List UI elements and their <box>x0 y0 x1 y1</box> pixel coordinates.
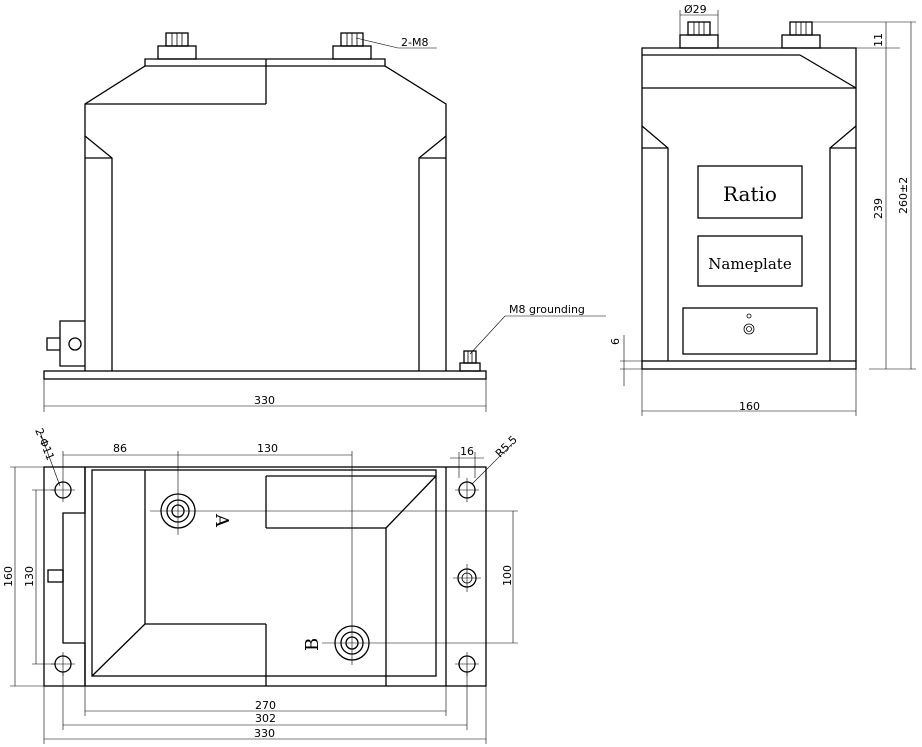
terminal-a-circle <box>150 451 518 535</box>
callout-leader-holes <box>39 431 61 487</box>
side-dim-d29: Ø29 <box>684 3 707 16</box>
side-dim-6: 6 <box>609 338 622 345</box>
side-dim-160: 160 <box>739 400 760 413</box>
side-dim-260: 260±2 <box>897 177 910 214</box>
grounding-hole-right <box>453 564 481 592</box>
ratio-plate-label: Ratio <box>723 182 777 206</box>
nameplate-plate <box>697 235 803 287</box>
bottom-inner-body <box>91 469 437 677</box>
callout-terminal-label: 2-M8 <box>401 36 428 49</box>
side-panel-ring-inner <box>746 326 752 332</box>
mount-hole-top-right <box>455 478 479 502</box>
side-view: Ratio Nameplate Ø29 11 239 260±2 6 160 <box>609 3 916 416</box>
callout-holes: 2-Φ11 <box>32 426 57 462</box>
nameplate-label: Nameplate <box>708 255 792 273</box>
side-slope-line <box>799 54 857 89</box>
side-dim-239: 239 <box>872 198 885 219</box>
side-panel-ring-outer <box>743 323 755 335</box>
front-body-outline <box>84 58 447 371</box>
front-terminal-left <box>157 32 197 60</box>
front-bracket-hole <box>68 337 82 351</box>
front-left-pillar <box>84 135 113 371</box>
side-right-pillar <box>829 125 857 361</box>
terminal-b-label: B <box>302 638 323 651</box>
dim-160: 160 <box>2 566 15 587</box>
front-bracket <box>59 320 85 367</box>
terminal-b-circle <box>322 451 518 665</box>
dim-302: 302 <box>255 712 276 725</box>
dim-86: 86 <box>113 442 127 455</box>
side-terminal-right <box>781 21 821 49</box>
front-view: 2-M8 M8 grounding 330 <box>43 32 606 412</box>
front-bracket-tab <box>46 337 60 351</box>
front-right-pillar <box>418 135 447 371</box>
dim-330: 330 <box>254 727 275 740</box>
front-terminal-right <box>332 32 372 60</box>
dim-130-side: 130 <box>23 566 36 587</box>
bottom-left-tab <box>47 569 64 583</box>
dim-100: 100 <box>501 565 514 586</box>
terminal-a-label: A <box>211 513 232 528</box>
bottom-left-recess <box>62 467 86 686</box>
side-access-panel <box>682 307 818 355</box>
bottom-view: A B 86 130 16 R5.5 2-Φ11 160 130 100 <box>2 426 520 744</box>
side-dim-11: 11 <box>872 33 885 47</box>
front-dim-330: 330 <box>254 394 275 407</box>
dim-130-top: 130 <box>257 442 278 455</box>
ratio-plate <box>697 165 803 219</box>
dim-270: 270 <box>255 699 276 712</box>
front-base-plate <box>43 370 487 380</box>
callout-leader-grounding <box>469 315 606 355</box>
side-left-pillar <box>641 125 669 361</box>
side-terminal-left <box>679 21 719 49</box>
callout-leader-terminal <box>355 37 437 49</box>
side-panel-small-dot <box>746 313 752 319</box>
bottom-inner-diagonal-left <box>91 623 146 677</box>
callout-radius: R5.5 <box>493 433 520 460</box>
front-grounding-bolt <box>459 350 481 372</box>
side-body-outline <box>641 47 857 361</box>
callout-leader-radius <box>471 442 514 485</box>
callout-grounding-label: M8 grounding <box>509 303 585 316</box>
side-base-plate <box>641 360 857 370</box>
bottom-inner-diagonal-right <box>385 475 437 529</box>
bottom-base-outline <box>43 466 487 687</box>
dim-16: 16 <box>460 445 474 458</box>
